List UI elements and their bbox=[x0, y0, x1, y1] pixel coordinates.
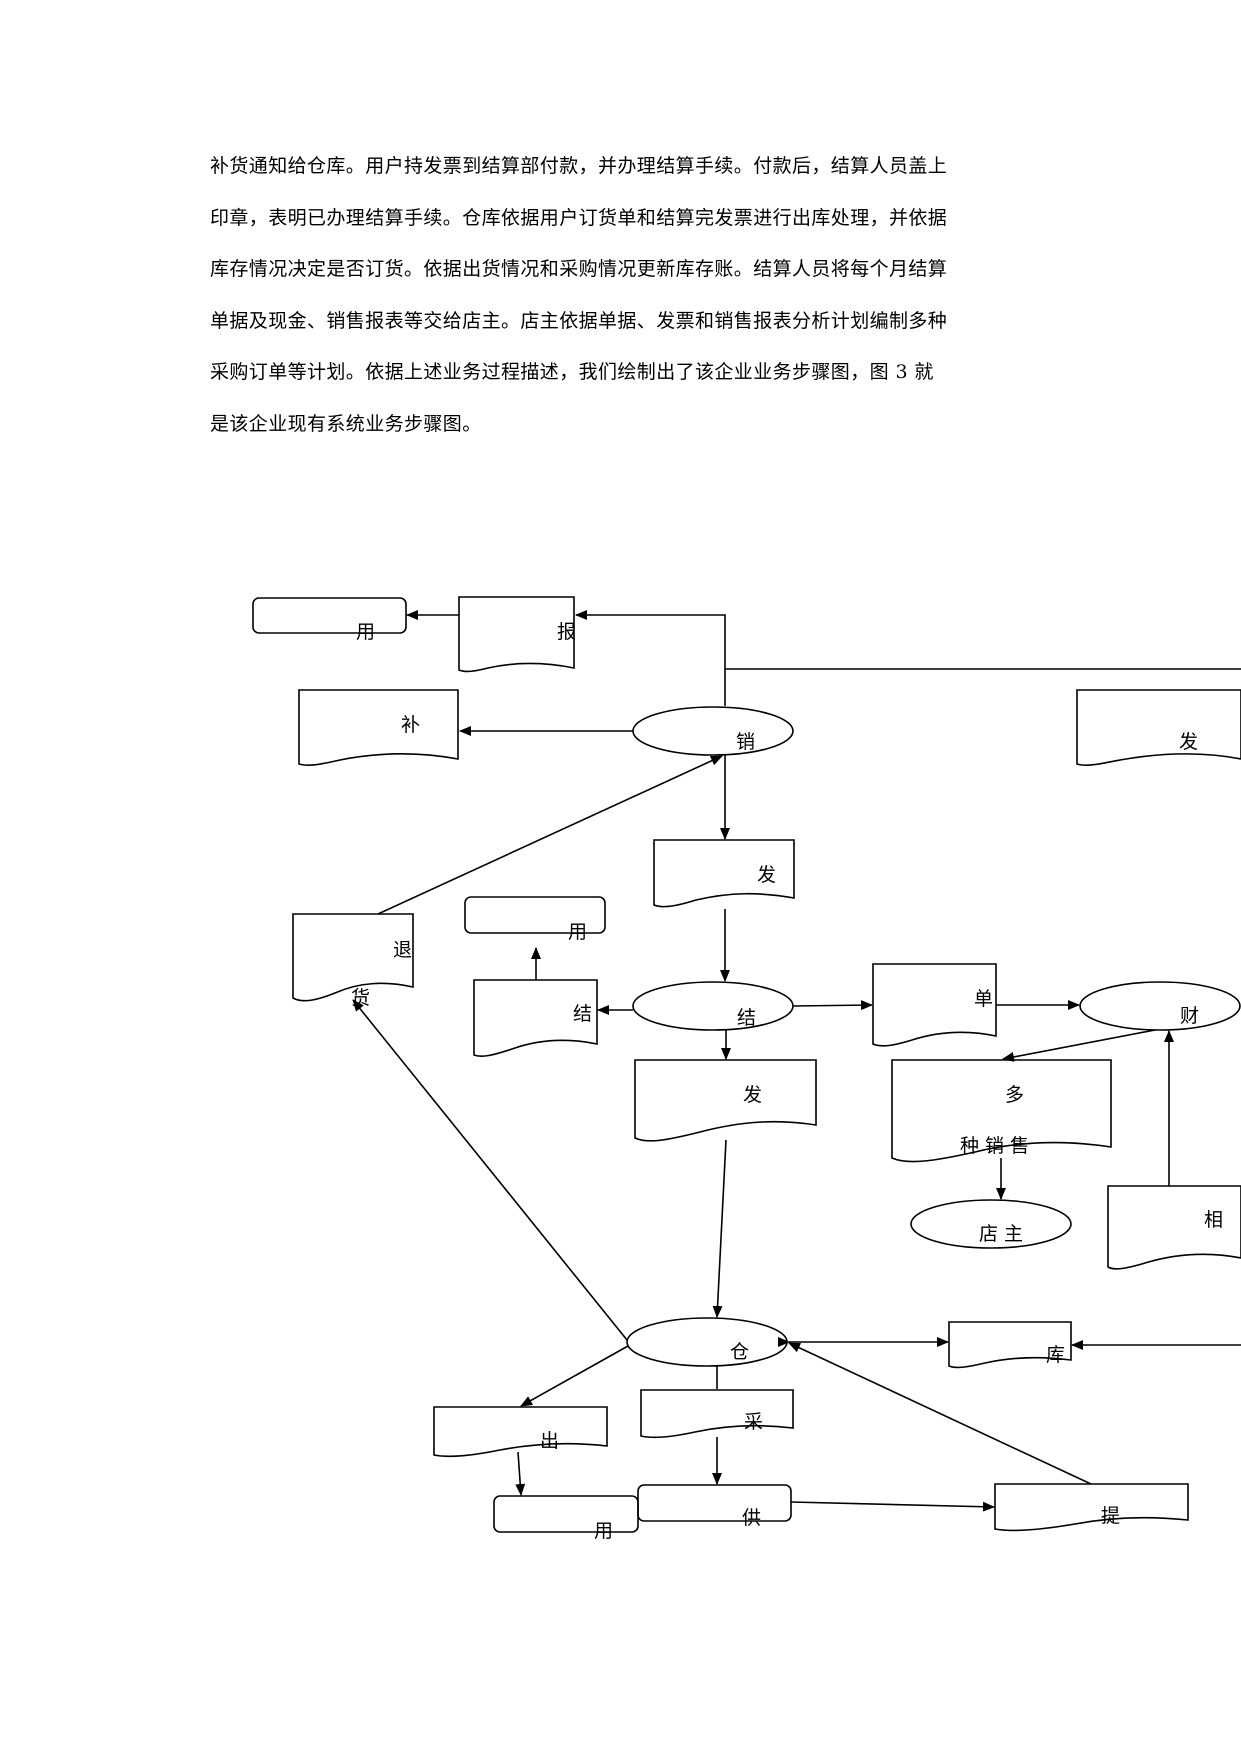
label-user-mid: 用 bbox=[568, 921, 587, 943]
label-kind-sales: 种 销 售 bbox=[960, 1135, 1029, 1157]
label-return: 退 bbox=[393, 939, 412, 961]
stock-doc bbox=[948, 1321, 1072, 1369]
owner-process-oval bbox=[910, 1199, 1072, 1249]
label-unit: 单 bbox=[974, 988, 993, 1010]
label-report: 报 bbox=[557, 621, 576, 643]
invoice-doc-mid bbox=[653, 839, 795, 908]
delivery-doc bbox=[994, 1483, 1189, 1532]
return-doc bbox=[292, 913, 414, 1002]
paragraph-line: 库存情况决定是否订货。依据出货情况和采购情况更新库存账。结算人员将每个月结算 bbox=[210, 258, 948, 280]
label-sales: 销 bbox=[736, 731, 755, 753]
label-warehouse: 仓 bbox=[730, 1341, 749, 1363]
replenish-doc bbox=[298, 689, 459, 767]
label-replenish: 补 bbox=[401, 714, 420, 736]
label-delivery: 提 bbox=[1101, 1505, 1120, 1527]
label-settle-doc: 结 bbox=[573, 1003, 592, 1025]
label-multi: 多 bbox=[1005, 1084, 1024, 1106]
label-owner: 店 主 bbox=[979, 1223, 1023, 1245]
label-user-bottom: 用 bbox=[594, 1520, 613, 1542]
unit-doc bbox=[872, 963, 997, 1047]
settle-doc bbox=[473, 979, 598, 1057]
paragraph-line: 单据及现金、销售报表等交给店主。店主依据单据、发票和销售报表分析计划编制多种 bbox=[210, 309, 948, 332]
settlement-process-oval bbox=[632, 981, 794, 1031]
sales-process-oval bbox=[632, 706, 794, 756]
label-finance: 财 bbox=[1180, 1005, 1199, 1027]
label-goods: 货 bbox=[351, 987, 370, 1009]
label-outbound: 出 bbox=[540, 1430, 559, 1452]
label-related: 相 bbox=[1204, 1209, 1223, 1231]
invoice-doc-right bbox=[1076, 689, 1241, 767]
paragraph-line: 采购订单等计划。依据上述业务过程描述，我们绘制出了该企业业务步骤图，图 3 就 bbox=[210, 361, 934, 383]
arrow-return-to-sales bbox=[377, 755, 723, 915]
invoice-doc-lower bbox=[634, 1059, 817, 1142]
report-doc bbox=[458, 596, 575, 673]
arrow-delivery-to-warehouse bbox=[788, 1342, 1092, 1485]
arrow-finance-to-salesreport bbox=[1002, 1029, 1156, 1062]
label-purchase: 采 bbox=[744, 1411, 763, 1433]
arrow-warehouse-to-return bbox=[352, 999, 628, 1341]
user-box-top bbox=[252, 597, 407, 634]
sales-report-doc bbox=[891, 1059, 1112, 1163]
finance-process-oval bbox=[1079, 981, 1241, 1031]
label-supplier: 供 bbox=[742, 1507, 761, 1529]
body-paragraph: 补货通知给仓库。用户持发票到结算部付款，并办理结算手续。付款后，结算人员盖上 印… bbox=[210, 156, 1030, 465]
arrow-outbound-to-user bbox=[515, 1451, 526, 1496]
related-doc bbox=[1107, 1185, 1241, 1270]
purchase-doc bbox=[640, 1389, 794, 1439]
label-invoice-right: 发 bbox=[1179, 731, 1198, 753]
label-invoice-lower: 发 bbox=[743, 1084, 762, 1106]
outbound-doc bbox=[433, 1406, 608, 1458]
arrow-invoicelower-to-warehouse bbox=[712, 1139, 727, 1318]
label-stock: 库 bbox=[1046, 1344, 1065, 1366]
paragraph-line: 印章，表明已办理结算手续。仓库依据用户订货单和结算完发票进行出库处理，并依据 bbox=[210, 206, 948, 229]
label-user-top: 用 bbox=[356, 621, 375, 643]
user-box-bottom bbox=[493, 1495, 639, 1533]
arrow-settle-to-unitdoc bbox=[792, 1000, 873, 1011]
arrow-supplier-to-delivery bbox=[790, 1501, 995, 1512]
label-invoice-mid: 发 bbox=[757, 864, 776, 886]
paragraph-line: 补货通知给仓库。用户持发票到结算部付款，并办理结算手续。付款后，结算人员盖上 bbox=[210, 155, 948, 177]
label-settle-oval: 结 bbox=[737, 1007, 756, 1029]
arrow-sales-to-report bbox=[575, 610, 726, 706]
supplier-box bbox=[637, 1484, 792, 1522]
warehouse-process-oval bbox=[626, 1317, 788, 1367]
paragraph-line: 是该企业现有系统业务步骤图。 bbox=[210, 412, 482, 435]
user-box-mid bbox=[464, 896, 606, 934]
arrow-warehouse-to-outbound bbox=[520, 1345, 629, 1407]
